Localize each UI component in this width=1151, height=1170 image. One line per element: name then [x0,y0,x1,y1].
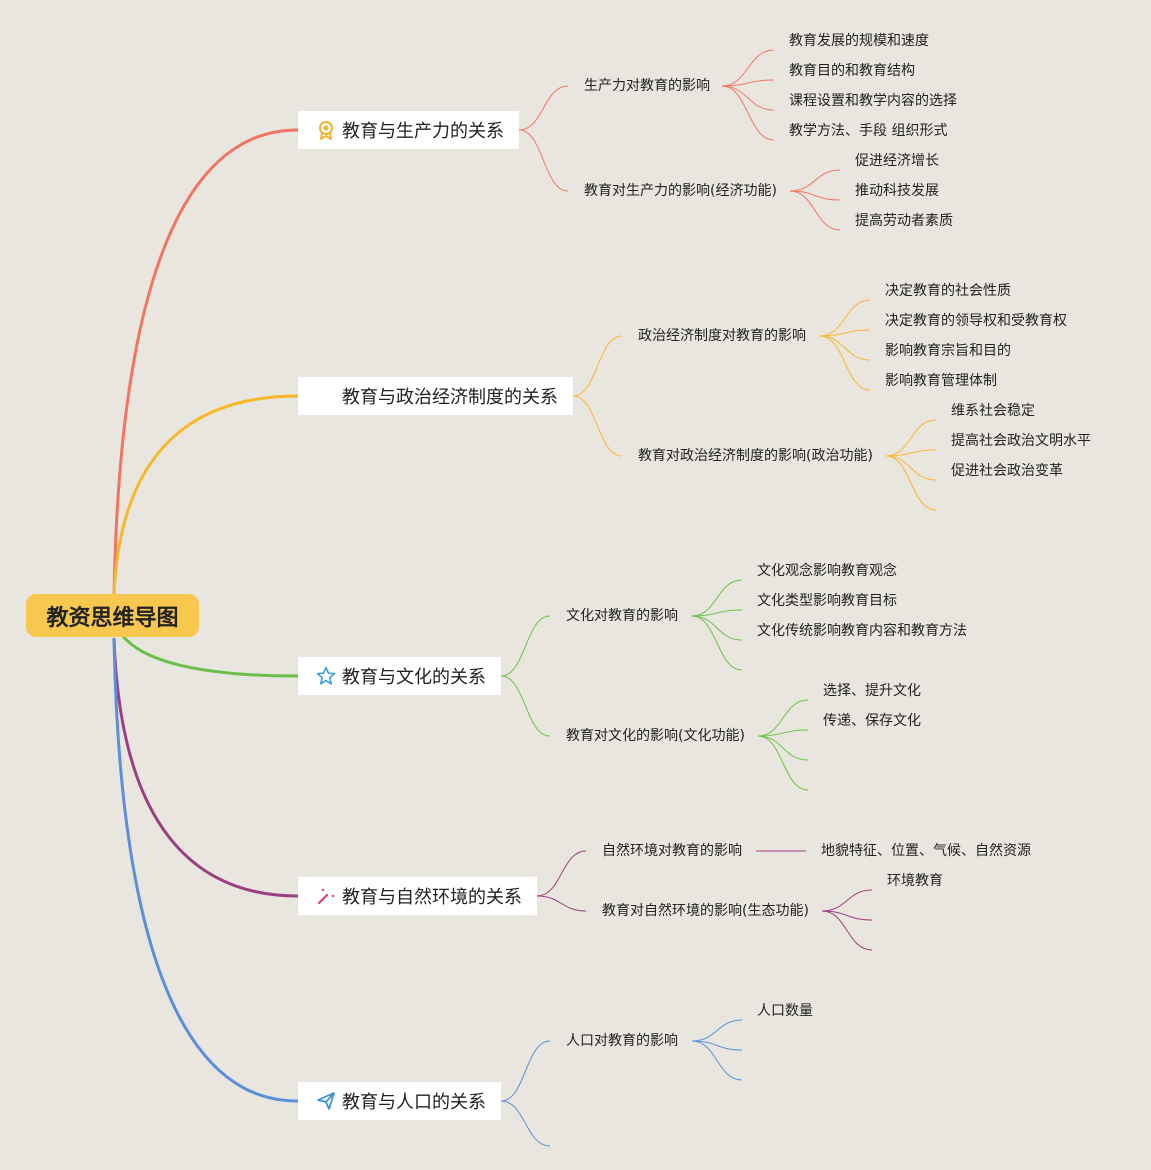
leaf-node[interactable]: 地貌特征、位置、气候、自然资源 [821,843,1031,859]
leaf-node[interactable]: 提高社会政治文明水平 [951,433,1091,449]
leaf-connector-0-0-1 [721,79,775,87]
sub-connector-3-1 [536,895,587,912]
leaf-node[interactable]: 决定教育的社会性质 [885,283,1011,299]
leaf-node[interactable]: 传递、保存文化 [823,713,921,729]
leaf-connector-3-1-2 [821,910,873,951]
leaf-connector-0-0-0 [721,49,775,87]
sub-connector-4-0 [500,1040,551,1102]
branch-node-1[interactable]: 教育与生产力的关系 [298,111,519,149]
sub-node[interactable]: 政治经济制度对教育的影响 [638,328,806,344]
leaf-connector-4-0-0 [691,1019,743,1042]
leaf-connector-1-0-3 [819,335,871,391]
leaf-connector-4-0-2 [691,1040,743,1081]
branch-label: 教育与生产力的关系 [342,121,504,142]
sub-node[interactable]: 自然环境对教育的影响 [602,843,742,859]
leaf-connector-2-0-2 [691,615,743,641]
leaf-node[interactable]: 环境教育 [887,873,943,889]
award-icon [316,120,336,140]
leaf-connector-1-1-0 [885,419,937,457]
leaf-connector-2-0-3 [691,615,743,671]
leaf-connector-2-0-1 [691,609,743,617]
sub-connector-2-0 [500,615,551,677]
leaf-connector-1-1-2 [885,455,937,481]
sub-node[interactable]: 生产力对教育的影响 [584,78,710,94]
leaf-node[interactable]: 教育目的和教育结构 [789,63,915,79]
leaf-node[interactable]: 促进经济增长 [855,153,939,169]
leaf-node[interactable]: 推动科技发展 [855,183,939,199]
branch-connector-3 [112,637,299,898]
leaf-connector-2-0-0 [691,579,743,617]
sub-node[interactable]: 文化对教育的影响 [566,608,678,624]
leaf-connector-1-0-1 [819,329,871,337]
leaf-node[interactable]: 决定教育的领导权和受教育权 [885,313,1067,329]
leaf-node[interactable]: 影响教育管理体制 [885,373,997,389]
branch-connector-4 [112,637,299,1103]
root-node[interactable]: 教资思维导图 [26,594,199,637]
leaf-node[interactable]: 文化传统影响教育内容和教育方法 [757,623,967,639]
branch-node-4[interactable]: 教育与自然环境的关系 [298,877,537,915]
leaf-connector-0-0-3 [721,85,775,141]
sub-node[interactable]: 教育对自然环境的影响(生态功能) [602,903,809,919]
branch-node-5[interactable]: 教育与人口的关系 [298,1082,501,1120]
branch-node-3[interactable]: 教育与文化的关系 [298,657,501,695]
sub-connector-1-1 [572,395,623,457]
star-outline-icon [316,666,336,686]
branch-connector-0 [112,128,299,595]
leaf-connector-2-1-3 [757,735,809,791]
leaf-connector-0-1-2 [789,190,841,231]
branch-label: 教育与自然环境的关系 [342,887,522,908]
leaf-node[interactable]: 课程设置和教学内容的选择 [789,93,957,109]
leaf-connector-1-1-3 [885,455,937,511]
leaf-node[interactable]: 促进社会政治变革 [951,463,1063,479]
sub-connector-0-0 [518,85,569,131]
leaf-connector-1-1-1 [885,449,937,457]
leaf-connector-2-1-1 [757,729,809,737]
leaf-node[interactable]: 维系社会稳定 [951,403,1035,419]
leaf-node[interactable]: 人口数量 [757,1003,813,1019]
sub-connector-1-0 [572,335,623,397]
sub-node[interactable]: 人口对教育的影响 [566,1033,678,1049]
sub-node[interactable]: 教育对生产力的影响(经济功能) [584,183,777,199]
sub-connector-4-1 [500,1100,551,1147]
branch-label: 教育与文化的关系 [342,667,486,688]
leaf-connector-0-1-0 [789,169,841,192]
leaf-node[interactable]: 提高劳动者素质 [855,213,953,229]
magic-wand-icon [316,886,336,906]
leaf-node[interactable]: 文化类型影响教育目标 [757,593,897,609]
sub-connector-2-1 [500,675,551,737]
leaf-node[interactable]: 选择、提升文化 [823,683,921,699]
branch-label: 教育与政治经济制度的关系 [342,387,558,408]
leaf-connector-2-1-2 [757,735,809,761]
leaf-connector-3-1-0 [821,889,873,912]
leaf-connector-0-0-2 [721,85,775,111]
leaf-node[interactable]: 教学方法、手段 组织形式 [789,123,948,139]
sub-connector-3-0 [536,850,587,897]
leaf-node[interactable]: 影响教育宗旨和目的 [885,343,1011,359]
star-icon [316,386,336,406]
sub-node[interactable]: 教育对政治经济制度的影响(政治功能) [638,448,873,464]
leaf-connector-1-0-2 [819,335,871,361]
send-icon [316,1091,336,1111]
branch-label: 教育与人口的关系 [342,1092,486,1113]
leaf-node[interactable]: 文化观念影响教育观念 [757,563,897,579]
leaf-connector-1-0-0 [819,299,871,337]
sub-connector-0-1 [518,129,569,192]
leaf-node[interactable]: 教育发展的规模和速度 [789,33,929,49]
leaf-connector-2-1-0 [757,699,809,737]
branch-node-2[interactable]: 教育与政治经济制度的关系 [298,377,573,415]
sub-node[interactable]: 教育对文化的影响(文化功能) [566,728,745,744]
branch-connector-1 [112,394,299,595]
